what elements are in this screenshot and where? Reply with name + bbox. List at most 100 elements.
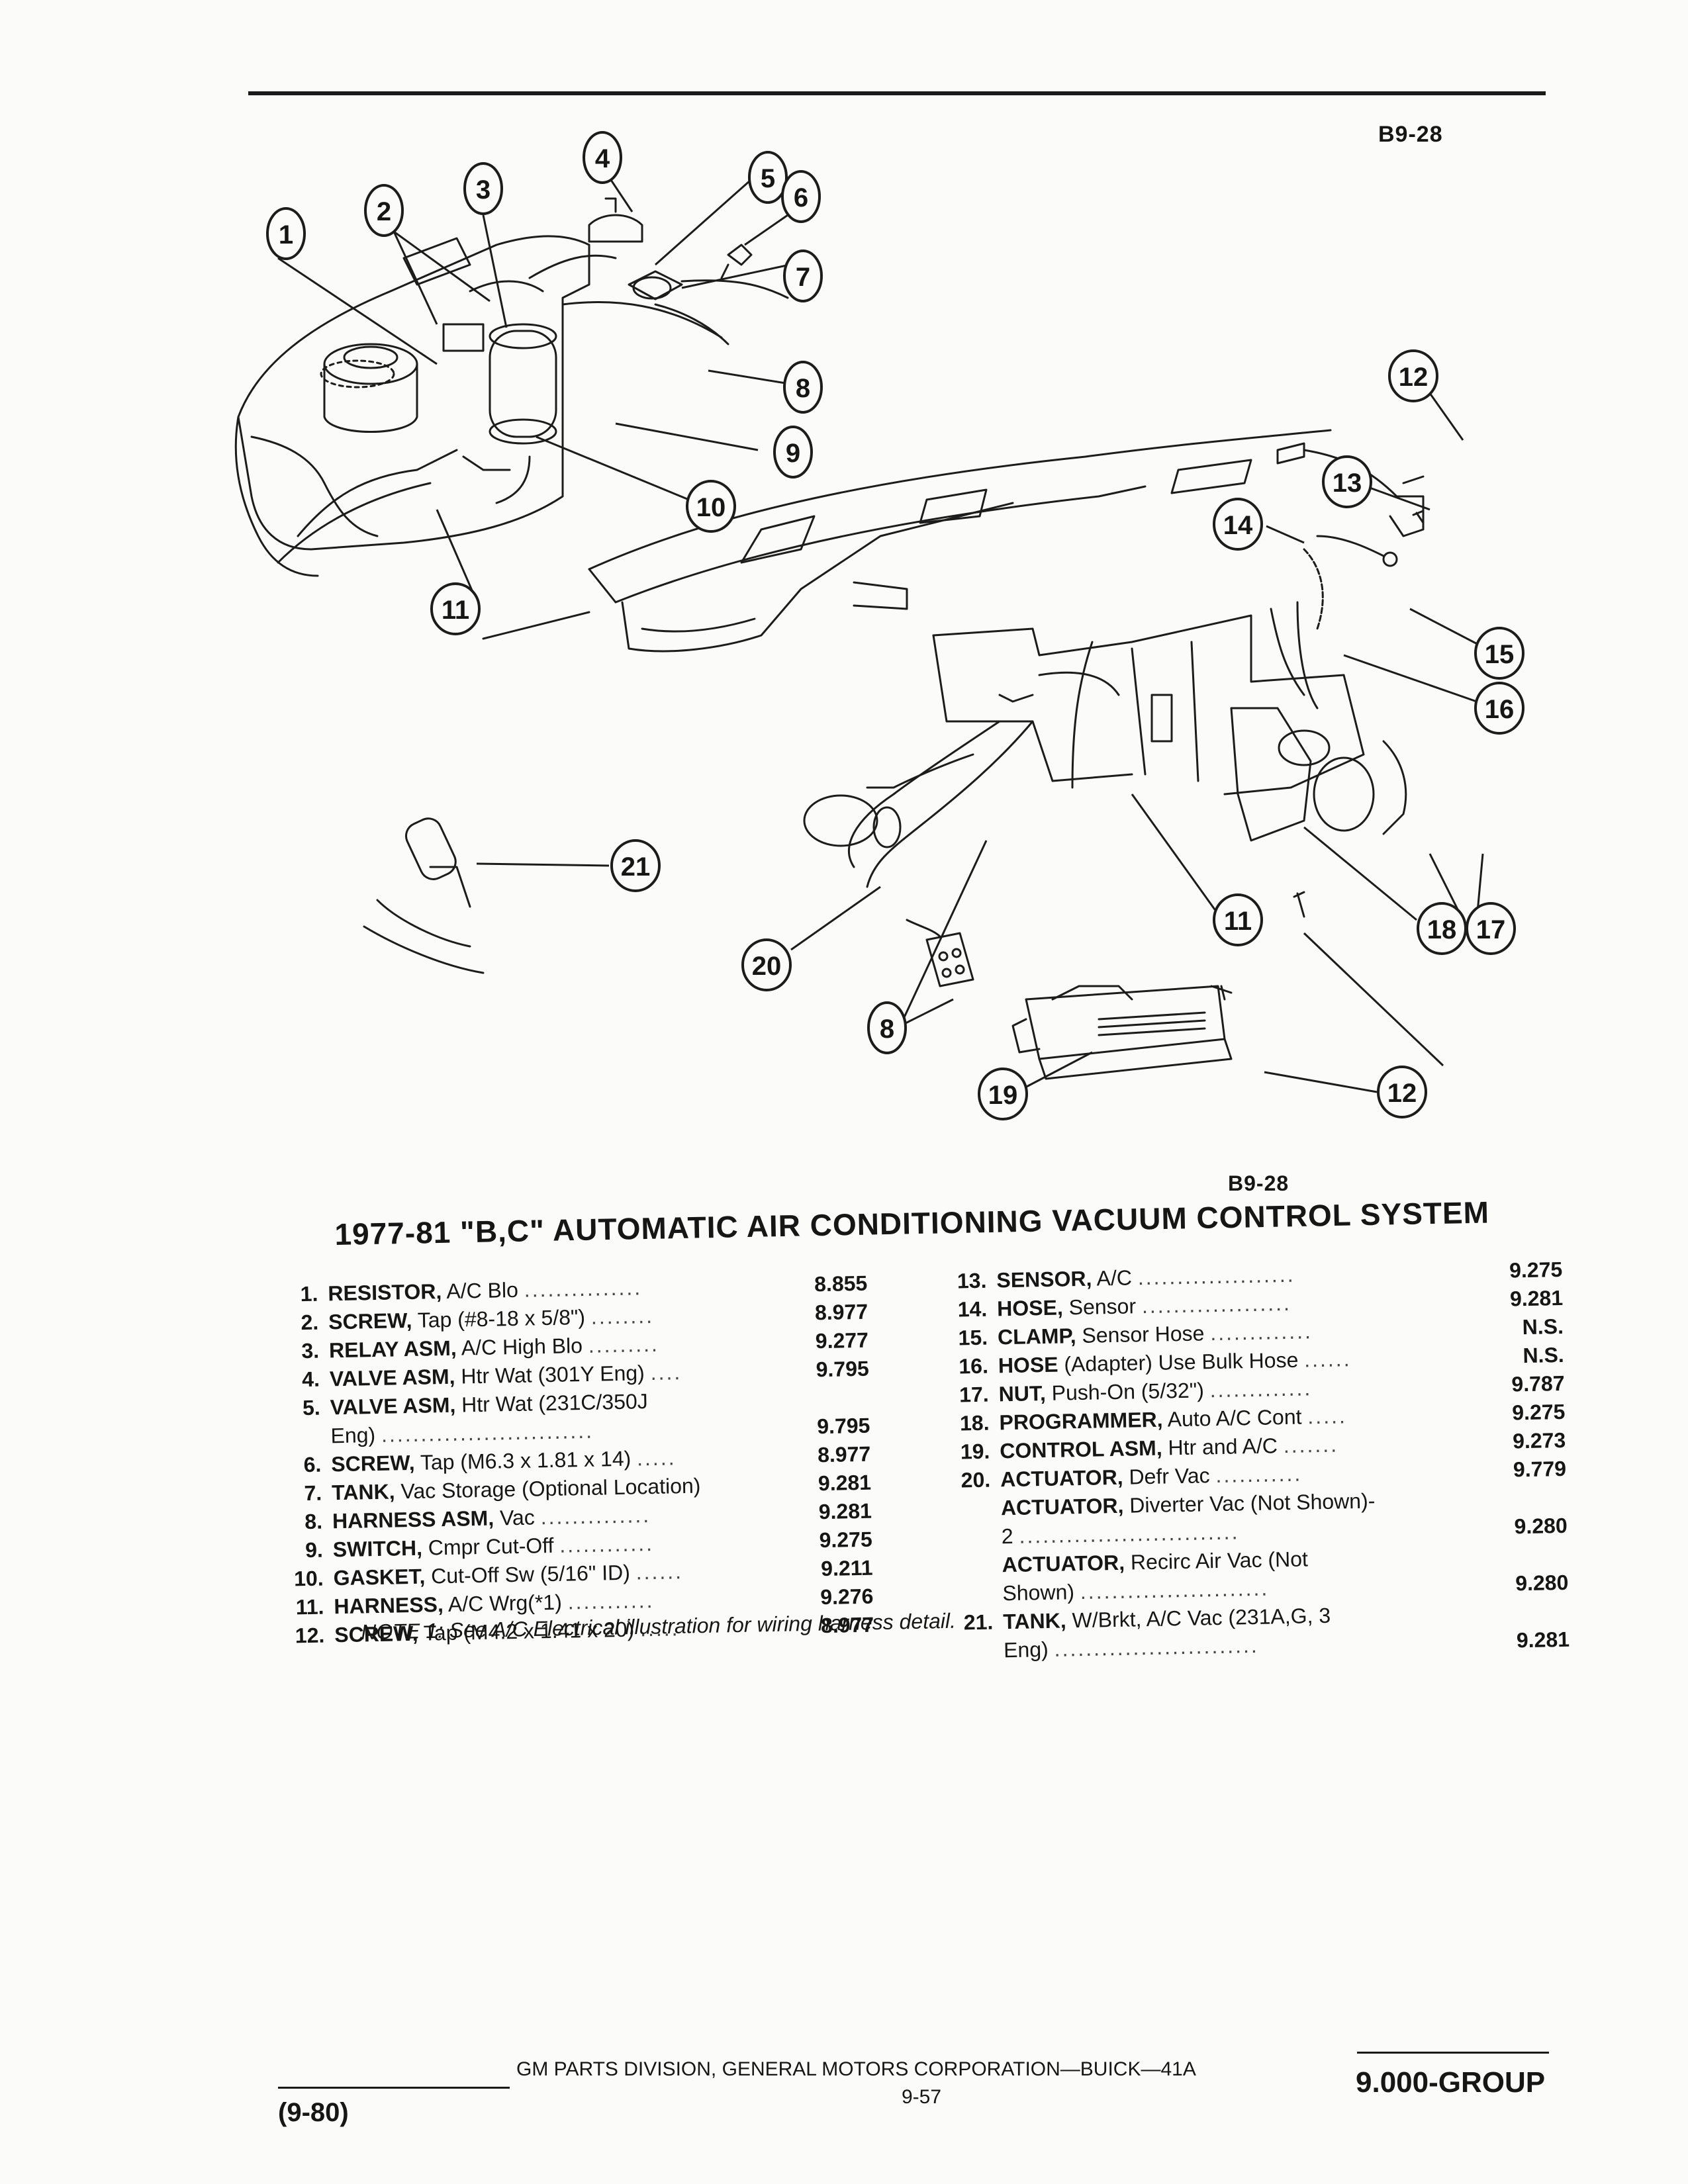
callout-14: 14 <box>1223 511 1253 540</box>
footer-date: (9-80) <box>278 2098 349 2127</box>
callout-17: 17 <box>1476 915 1506 944</box>
part-name: HARNESS, <box>334 1592 444 1619</box>
callout-4-bubble <box>583 131 622 184</box>
part-number: 15. <box>958 1325 988 1350</box>
footer-group: 9.000-GROUP <box>1356 2066 1546 2099</box>
callout-11-bubble <box>430 582 481 635</box>
part-number <box>945 1523 991 1524</box>
callout-3: 3 <box>476 175 491 205</box>
parts-list-title: 1977-81 "B,C" AUTOMATIC AIR CONDITIONING… <box>334 1195 1490 1251</box>
part-group-number: 9.211 <box>820 1555 873 1581</box>
part-number: 18. <box>959 1410 990 1435</box>
sensor-hose-drawing <box>1303 535 1398 630</box>
leader-dots: ....... <box>1283 1432 1339 1458</box>
part-group-number: 9.779 <box>1513 1456 1567 1482</box>
part-name: SWITCH, <box>332 1535 423 1562</box>
leader-dots: ............................ <box>1019 1520 1240 1548</box>
callout-16-bubble <box>1474 682 1524 735</box>
footer-division: GM PARTS DIVISION, GENERAL MOTORS CORPOR… <box>516 2058 1196 2080</box>
callout-2: 2 <box>377 197 391 226</box>
part-description: Shown) <box>1002 1580 1075 1606</box>
part-number: 14. <box>957 1297 988 1322</box>
part-number: 4. <box>301 1367 320 1392</box>
leader-dots: ........................... <box>381 1418 594 1447</box>
footer-rule-left <box>278 2087 510 2089</box>
part-name: VALVE ASM, <box>329 1364 455 1391</box>
part-number: 12. <box>295 1623 325 1648</box>
part-group-number: 9.795 <box>816 1413 870 1439</box>
part-description: Eng) <box>330 1423 376 1448</box>
callout-18: 18 <box>1427 915 1457 944</box>
part-name: SCREW, <box>328 1308 412 1334</box>
part-number: 16. <box>959 1353 989 1379</box>
callout-3-bubble <box>463 162 503 215</box>
part-description: Diverter Vac (Not Shown)- <box>1129 1488 1376 1518</box>
part-group-number: 9.276 <box>820 1584 874 1610</box>
part-description: A/C <box>1096 1265 1133 1291</box>
part-description: Htr Wat (231C/350J <box>461 1389 649 1417</box>
part-number <box>274 1422 320 1423</box>
part-group-number: 9.277 <box>815 1328 869 1353</box>
valve-parts-drawing <box>528 197 789 345</box>
callout-9-bubble <box>773 426 813 478</box>
part-description: 2 <box>1001 1524 1013 1549</box>
dash-panel-drawing <box>482 429 1332 653</box>
leader-dots: ...... <box>635 1559 684 1584</box>
part-group-number: 9.280 <box>1514 1513 1568 1539</box>
part-group-number: 9.273 <box>1512 1428 1566 1453</box>
part-name: ACTUATOR, <box>1002 1550 1125 1577</box>
part-name: ACTUATOR, <box>1000 1493 1124 1520</box>
part-description: Vac Storage (Optional Location) <box>400 1473 701 1504</box>
leader-dots: ............. <box>1209 1376 1313 1402</box>
callout-4: 4 <box>595 144 610 173</box>
part-name: SCREW, <box>330 1450 415 1477</box>
part-description: A/C Blo <box>446 1277 519 1303</box>
part-number <box>945 1494 991 1495</box>
part-name: PROGRAMMER, <box>999 1407 1163 1435</box>
part-group-number: N.S. <box>1522 1314 1564 1340</box>
part-group-number: N.S. <box>1523 1342 1565 1368</box>
callout-20-bubble <box>741 938 792 991</box>
leader-dots: .................... <box>1137 1262 1295 1290</box>
leader-dots: ........ <box>590 1303 655 1329</box>
part-number: 19. <box>960 1439 990 1464</box>
parts-list-left: 1.RESISTOR, A/C Blo ...............8.855… <box>271 1269 908 1651</box>
leader-dots: .............. <box>540 1503 651 1529</box>
callout-15: 15 <box>1485 640 1515 669</box>
leader-dots: .......................... <box>1054 1633 1260 1661</box>
part-name: TANK, <box>331 1479 395 1505</box>
leader-dots: ..... <box>1307 1404 1348 1429</box>
connector-drawing <box>906 919 974 987</box>
part-name: SENSOR, <box>996 1266 1092 1293</box>
callout-21: 21 <box>621 852 651 882</box>
part-description: Sensor <box>1068 1294 1137 1320</box>
header-rule <box>248 91 1546 95</box>
leader-dots: ..... <box>636 1445 677 1471</box>
callout-8-bubble <box>783 361 823 414</box>
part-name: RELAY ASM, <box>328 1336 457 1363</box>
callout-10: 10 <box>696 493 726 522</box>
part-name: ACTUATOR, <box>1000 1465 1123 1492</box>
figure-ref-bottom: B9-28 <box>1228 1171 1289 1195</box>
leader-dots: ...... <box>1303 1347 1352 1372</box>
part-group-number: 8.977 <box>817 1441 871 1467</box>
part-description: Tap (#8-18 x 5/8") <box>417 1304 586 1332</box>
callout-19: 19 <box>988 1081 1018 1110</box>
callout-11b-bubble <box>1213 893 1263 946</box>
control-assembly-drawing <box>1011 985 1233 1080</box>
part-description: Tap (M6.3 x 1.81 x 14) <box>420 1446 632 1475</box>
part-group-number: 9.281 <box>818 1470 872 1496</box>
part-number: 20. <box>961 1467 991 1492</box>
part-group-number: 9.787 <box>1511 1371 1565 1396</box>
callout-14-bubble <box>1213 498 1263 551</box>
callout-11: 11 <box>442 596 469 625</box>
part-group-number: 9.275 <box>1511 1399 1566 1425</box>
leader-dots: ................... <box>1141 1291 1292 1318</box>
part-name: HOSE, <box>996 1295 1064 1321</box>
part-name: GASKET, <box>333 1564 426 1590</box>
part-group-number: 8.855 <box>814 1271 868 1297</box>
hvac-module-drawing <box>803 601 1407 888</box>
part-description: (Adapter) Use Bulk Hose <box>1064 1347 1299 1377</box>
part-description: Vac <box>499 1505 536 1530</box>
part-description: Htr Wat (301Y Eng) <box>461 1361 645 1388</box>
